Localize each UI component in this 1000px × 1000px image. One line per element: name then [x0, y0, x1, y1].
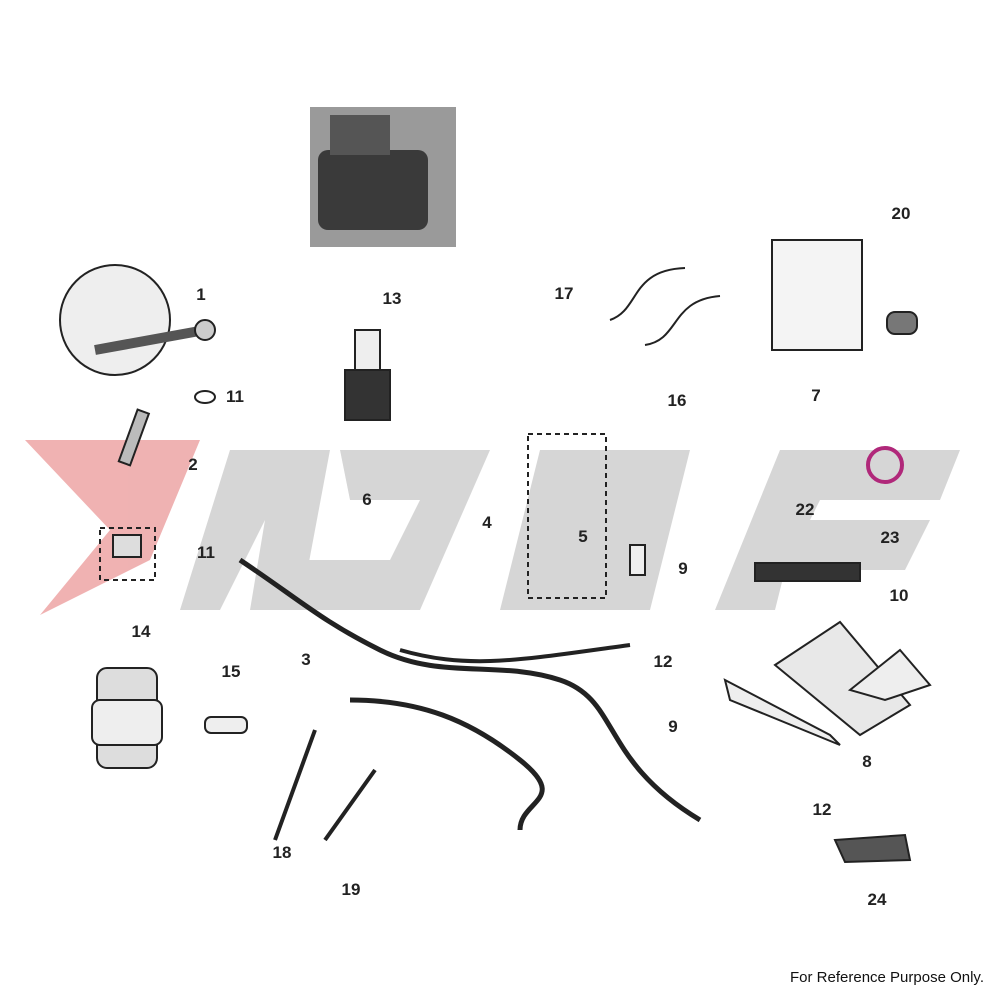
callout-9b: 9	[668, 717, 678, 736]
callout-14: 14	[131, 622, 151, 641]
callout-6: 6	[362, 490, 372, 509]
callout-1: 1	[196, 285, 206, 304]
callout-20: 20	[891, 204, 911, 223]
callout-18: 18	[272, 843, 292, 862]
reference-disclaimer: For Reference Purpose Only.	[790, 969, 984, 986]
callout-11: 11	[226, 387, 244, 406]
watermark-logo	[25, 440, 960, 615]
callout-7: 7	[811, 386, 821, 405]
callout-8: 8	[862, 752, 872, 771]
callout-13: 13	[382, 289, 402, 308]
callout-9: 9	[678, 559, 688, 578]
callout-17: 17	[554, 284, 574, 303]
callout-11b: 11	[197, 543, 215, 562]
callout-10: 10	[889, 586, 909, 605]
callout-23: 23	[880, 528, 900, 547]
part-13-relay-photo	[310, 107, 456, 247]
callout-22: 22	[795, 500, 815, 519]
callout-2: 2	[188, 455, 198, 474]
callout-24: 24	[867, 890, 887, 909]
callout-19: 19	[341, 880, 361, 899]
callout-15: 15	[221, 662, 241, 681]
parts-line-art	[59, 239, 932, 864]
callout-16: 16	[667, 391, 687, 410]
callout-12: 12	[653, 652, 673, 671]
callout-4: 4	[482, 513, 492, 532]
callout-3: 3	[301, 650, 311, 669]
callout-12b: 12	[812, 800, 832, 819]
callout-5: 5	[578, 527, 588, 546]
